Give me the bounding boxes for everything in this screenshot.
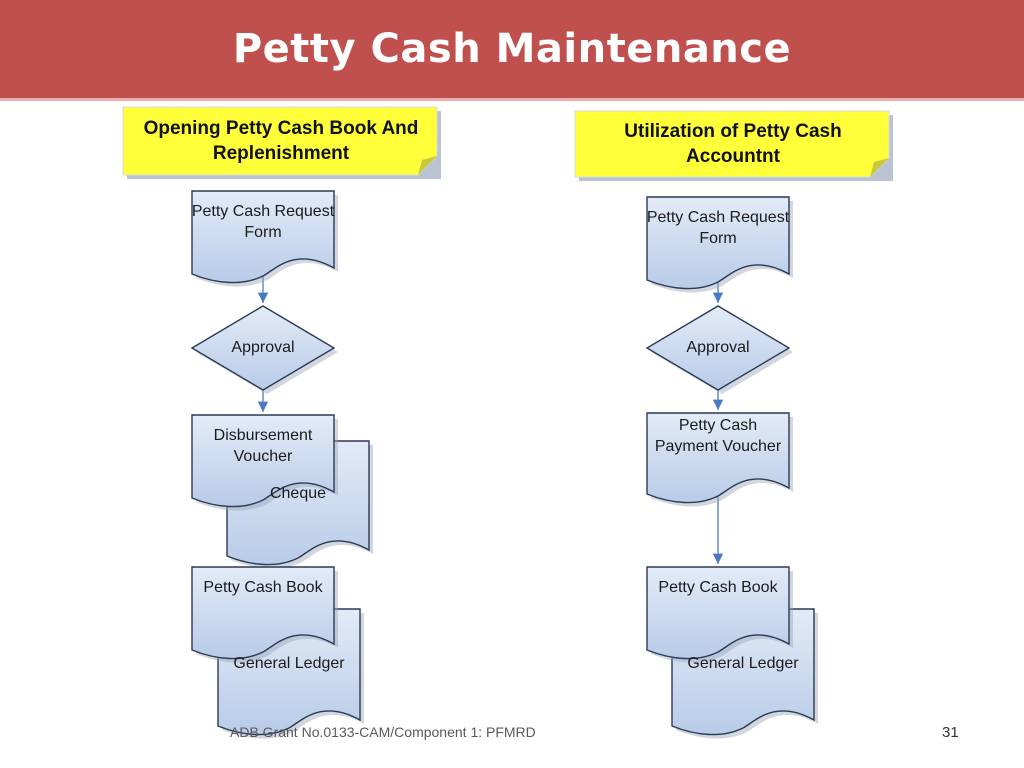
title-bar: Petty Cash Maintenance xyxy=(0,0,1024,101)
badge-corner-fold xyxy=(418,156,437,175)
heading-badge-shape xyxy=(574,110,893,181)
node-approval-decision: Approval xyxy=(645,305,793,394)
node-label: General Ledger xyxy=(687,655,799,672)
node-petty-cash-request-form: Petty Cash Request Form xyxy=(646,196,793,293)
node-label: Cheque xyxy=(269,485,327,502)
node-label: Petty Cash Payment Voucher xyxy=(654,417,782,455)
page-title: Petty Cash Maintenance xyxy=(232,25,792,72)
document-shape xyxy=(191,190,338,287)
shape-outline xyxy=(191,414,335,508)
node-petty-cash-book: Petty Cash Book xyxy=(191,566,338,663)
node-label: Petty Cash Book xyxy=(658,579,778,596)
node-label: Petty Cash Request Form xyxy=(191,203,335,241)
badge-corner-fold xyxy=(870,158,889,177)
node-disbursement-voucher: Disbursement Voucher xyxy=(191,414,338,511)
column-heading-utilization-label: Utilization of Petty Cash Accountnt xyxy=(624,121,842,167)
node-label: Approval xyxy=(231,338,295,356)
document-shape xyxy=(646,566,793,663)
node-petty-cash-payment-voucher: Petty Cash Payment Voucher xyxy=(646,412,793,507)
shape-outline xyxy=(646,196,790,290)
node-label: Petty Cash Book xyxy=(203,579,323,596)
document-shape xyxy=(646,196,793,293)
column-heading-utilization: Utilization of Petty Cash Accountnt xyxy=(574,110,893,181)
shape-outline xyxy=(190,305,336,391)
heading-badge-shape xyxy=(122,106,441,179)
node-label: Disbursement Voucher xyxy=(213,427,313,465)
document-shape xyxy=(646,412,793,507)
node-approval-decision: Approval xyxy=(190,305,338,394)
node-petty-cash-request-form: Petty Cash Request Form xyxy=(191,190,338,287)
column-heading-opening-label: Opening Petty Cash Book And Replenishmen… xyxy=(143,118,419,164)
title-bar-rule xyxy=(0,98,1024,101)
node-label: General Ledger xyxy=(233,655,345,672)
node-petty-cash-book: Petty Cash Book xyxy=(646,566,793,663)
page-number: 31 xyxy=(942,724,959,741)
document-shape xyxy=(191,566,338,663)
node-label: Approval xyxy=(686,338,750,356)
shape-outline xyxy=(645,305,791,391)
node-label: Petty Cash Request Form xyxy=(646,209,790,247)
footer-text: ADB Grant No.0133-CAM/Component 1: PFMRD xyxy=(230,724,536,740)
shape-outline xyxy=(191,566,335,660)
column-heading-opening: Opening Petty Cash Book And Replenishmen… xyxy=(122,106,441,179)
shape-outline xyxy=(646,566,790,660)
decision-diamond-shape xyxy=(190,305,338,394)
shape-outline xyxy=(646,412,790,504)
decision-diamond-shape xyxy=(645,305,793,394)
shape-outline xyxy=(191,190,335,284)
document-shape xyxy=(191,414,338,511)
